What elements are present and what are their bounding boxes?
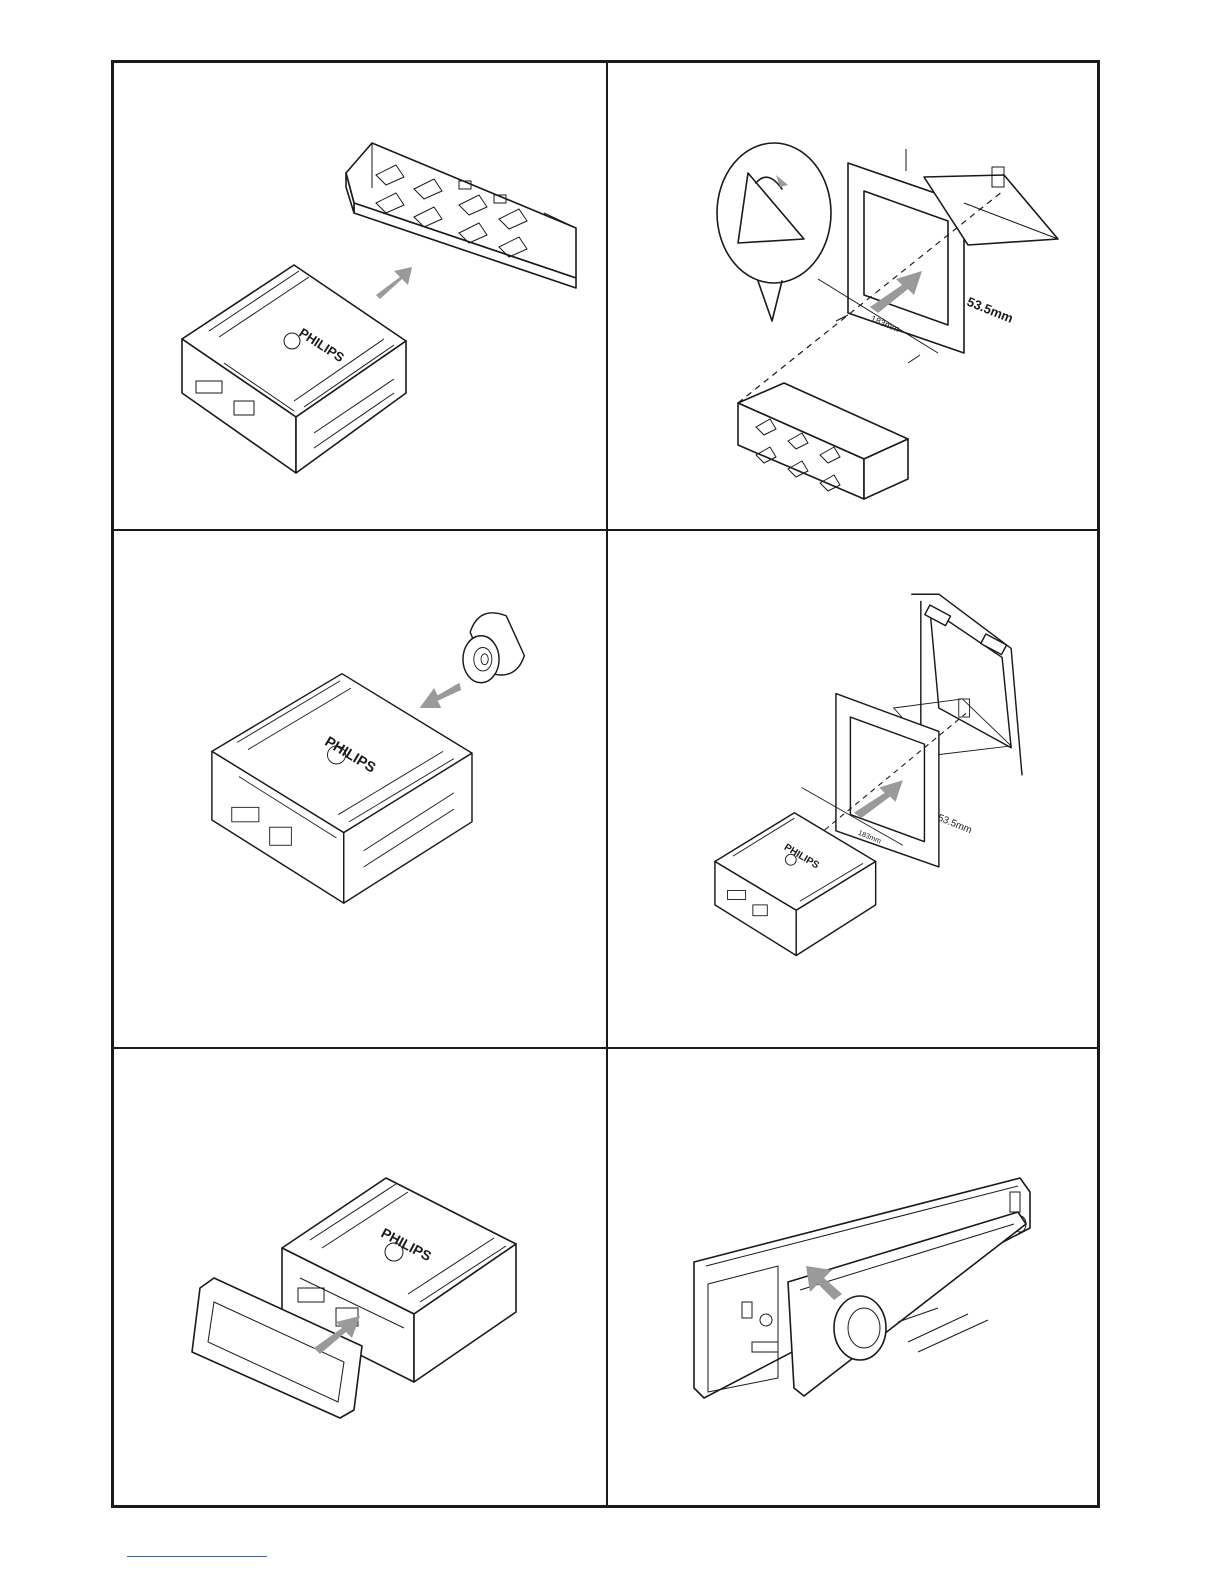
mounting-sleeve (738, 383, 908, 499)
rubber-bushing-icon (463, 613, 524, 683)
panel-attach-front-panel (608, 1049, 1100, 1515)
head-unit: PHILIPS (182, 265, 406, 473)
panel-install-sleeve: 183mm 53.5mm (608, 63, 1100, 529)
height-dimension-label: 53.5mm (965, 294, 1016, 326)
mounting-sleeve (346, 143, 576, 288)
panel-attach-bushing-illustration: PHILIPS (114, 531, 606, 997)
magnifier-callout-icon (717, 143, 831, 321)
panel-install-sleeve-illustration: 183mm 53.5mm (608, 63, 1100, 529)
panel-insert-unit: 183mm 53.5mm PHILIPS (608, 531, 1100, 997)
arrow-icon (376, 267, 412, 299)
head-unit: PHILIPS (212, 674, 472, 903)
panel-remove-sleeve: PHILIPS (114, 63, 606, 529)
panel-attach-trim-illustration: PHILIPS (114, 1049, 606, 1515)
panel-insert-unit-illustration: 183mm 53.5mm PHILIPS (608, 531, 1100, 997)
footer-link-underline[interactable] (127, 1556, 267, 1557)
installation-diagram-grid: PHILIPS (111, 60, 1100, 1508)
height-dimension-label: 53.5mm (936, 813, 973, 837)
panel-remove-sleeve-illustration: PHILIPS (114, 63, 606, 529)
panel-attach-bushing: PHILIPS (114, 531, 606, 997)
panel-attach-trim: PHILIPS (114, 1049, 606, 1515)
panel-attach-front-panel-illustration (608, 1049, 1100, 1515)
dashboard-frame (836, 694, 939, 867)
arrow-icon (420, 683, 462, 708)
